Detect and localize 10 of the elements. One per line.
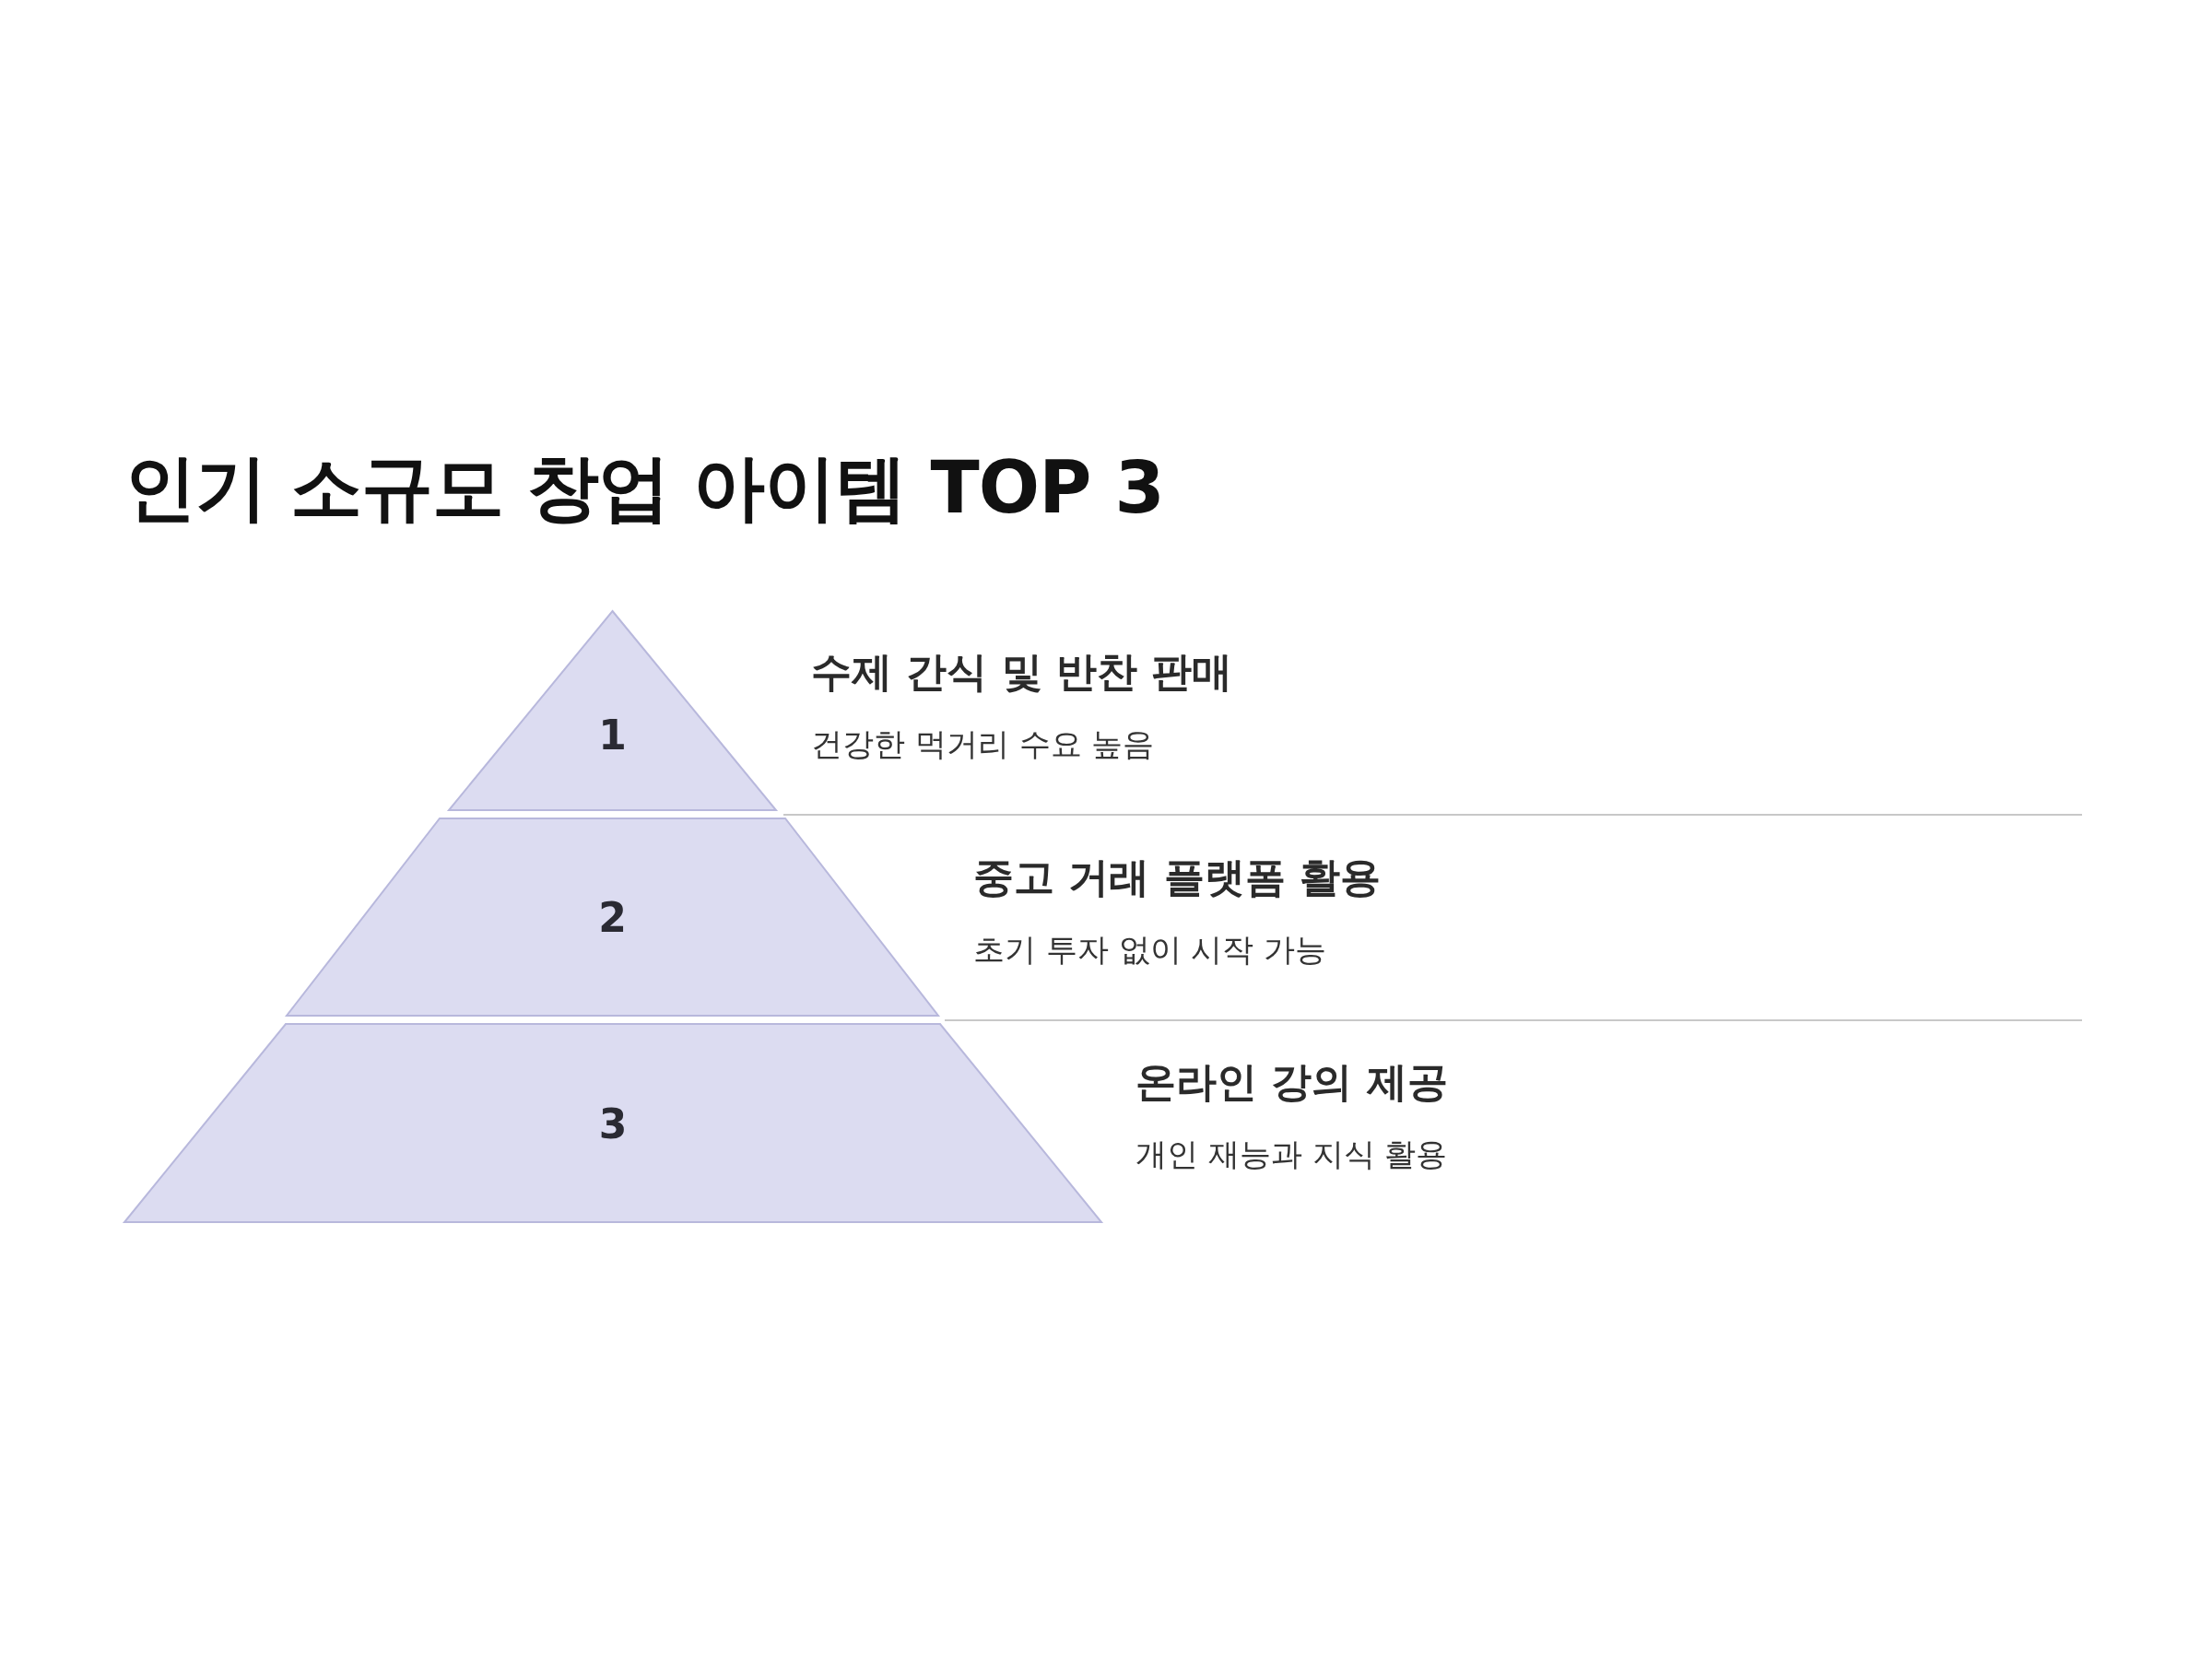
item-heading: 온라인 강의 제공: [1135, 1057, 1448, 1107]
item-description: 개인 재능과 지식 활용: [1135, 1135, 1448, 1174]
item-heading: 중고 거래 플랫폼 활용: [973, 853, 1381, 902]
level-number: 2: [598, 893, 627, 941]
level-number: 3: [598, 1100, 628, 1147]
item-description: 건강한 먹거리 수요 높음: [811, 724, 1156, 764]
level-number: 1: [598, 711, 627, 759]
item-description: 초기 투자 없이 시작 가능: [973, 930, 1328, 970]
item-heading: 수제 간식 및 반찬 판매: [811, 647, 1233, 697]
title: 인기 소규모 창업 아이템 TOP 3: [124, 445, 1164, 531]
